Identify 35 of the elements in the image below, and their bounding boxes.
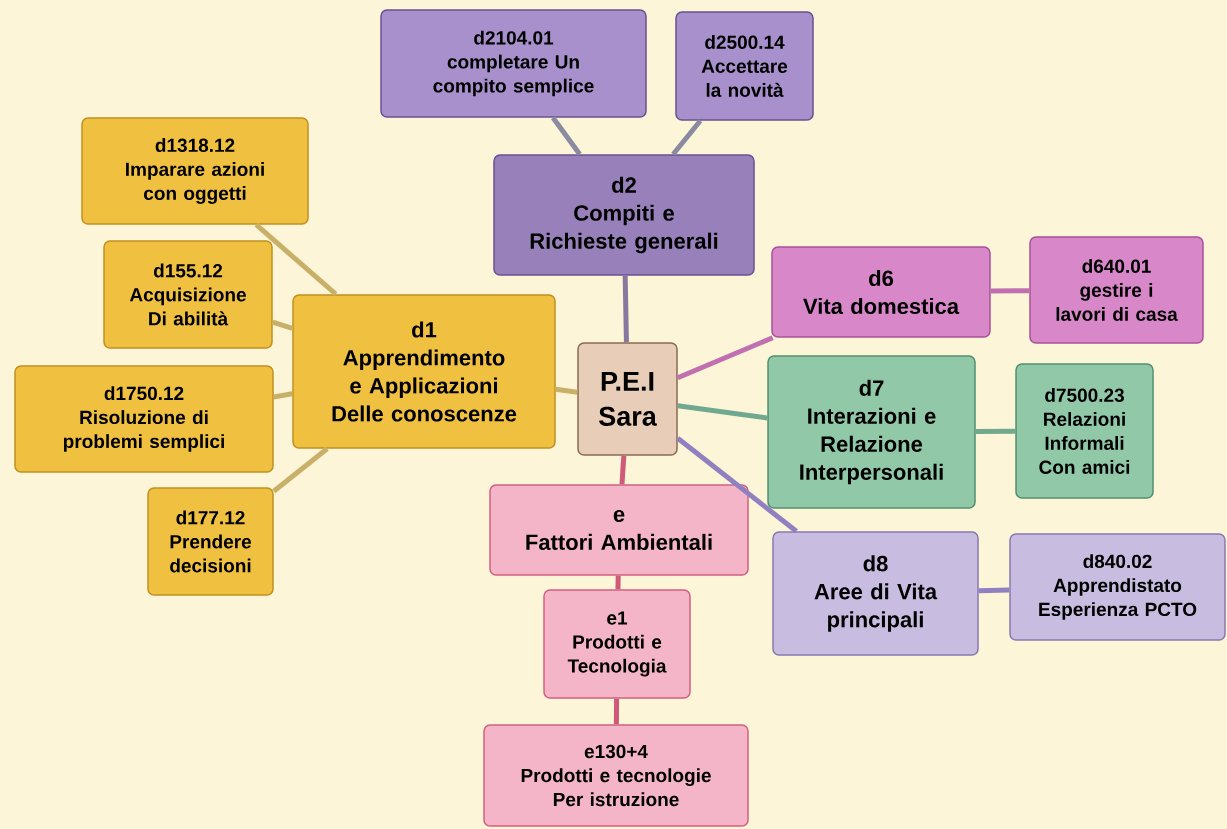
connector-line bbox=[615, 575, 621, 590]
connector-line bbox=[671, 119, 703, 156]
connector-line bbox=[551, 116, 582, 156]
connector-line bbox=[622, 275, 629, 343]
mind-map-box: d6 Vita domestica bbox=[771, 246, 991, 338]
mind-map-box: d2104.01 completare Un compito semplice bbox=[380, 9, 647, 118]
connector-line bbox=[975, 428, 1016, 434]
connector-line bbox=[676, 436, 798, 534]
connector-line bbox=[613, 698, 620, 725]
mind-map-box: d640.01 gestire i lavori di casa bbox=[1029, 236, 1204, 344]
connector-line bbox=[619, 455, 627, 485]
mind-map-box: d1750.12 Risoluzione di problemi semplici bbox=[14, 365, 274, 473]
mind-map-box: d7 Interazioni e Relazione Interpersonali bbox=[767, 355, 976, 509]
mind-map-box: P.E.I Sara bbox=[577, 342, 678, 456]
connector-line bbox=[273, 391, 293, 400]
mind-map-box: d8 Aree di Vita principali bbox=[772, 531, 979, 656]
mind-map-box: d840.02 Apprendistato Esperienza PCTO bbox=[1009, 533, 1226, 641]
connector-line bbox=[677, 403, 768, 421]
connector-line bbox=[555, 386, 578, 395]
mind-map-box: e130+4 Prodotti e tecnologie Per istruzione bbox=[483, 724, 749, 827]
connector-line bbox=[272, 446, 329, 494]
mind-map-box: d1 Apprendimento e Applicazioni Delle conoscenze bbox=[292, 294, 556, 449]
connector-line bbox=[272, 319, 294, 331]
mind-map-box: e Fattori Ambientali bbox=[489, 484, 749, 576]
mind-map-box: d177.12 Prendere decisioni bbox=[147, 487, 274, 596]
mind-map-box: d2500.14 Accettare la novità bbox=[675, 11, 814, 121]
mind-map-box: d2 Compiti e Richieste generali bbox=[493, 154, 755, 276]
mind-map-box: e1 Prodotti e Tecnologia bbox=[543, 589, 691, 699]
mind-map-box: d7500.23 Relazioni Informali Con amici bbox=[1015, 363, 1154, 499]
mind-map-box: d1318.12 Imparare azioni con oggetti bbox=[81, 117, 309, 225]
connector-line bbox=[254, 222, 338, 297]
connector-line bbox=[978, 587, 1010, 594]
connector-line bbox=[676, 335, 774, 381]
mind-map-box: d155.12 Acquisizione Di abilità bbox=[103, 240, 273, 349]
connector-line bbox=[990, 288, 1030, 294]
